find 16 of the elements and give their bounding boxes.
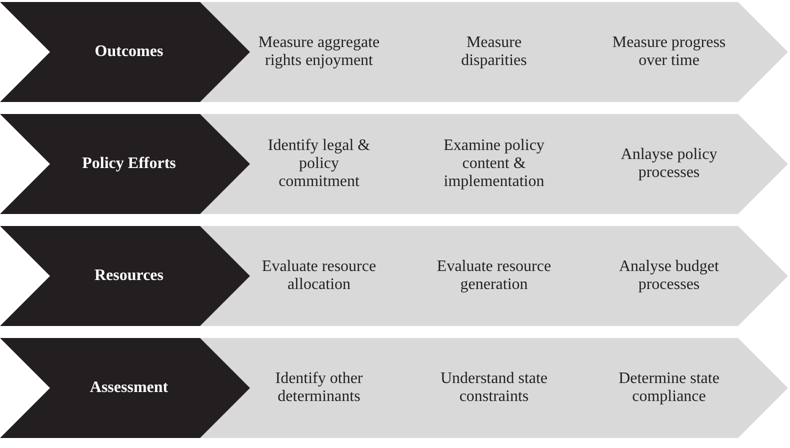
chevron-label: Determine state compliance — [618, 370, 720, 406]
chevron-label: Measure progress over time — [611, 34, 727, 70]
chevron-label: Anlayse policy processes — [620, 146, 718, 182]
chevron-label: Understand state constraints — [439, 370, 549, 406]
chevron-label: Resources — [93, 267, 165, 285]
chevron-label: Outcomes — [94, 43, 164, 61]
chevron-label: Evaluate resource generation — [436, 258, 552, 294]
chevron-label: Evaluate resource allocation — [260, 258, 378, 294]
chevron-label: Measure disparities — [460, 34, 528, 70]
chevron-label: Examine policy content & implementation — [442, 137, 546, 191]
chevron-label: Policy Efforts — [81, 155, 177, 173]
chevron-label: Analyse budget processes — [618, 258, 720, 294]
chevron-label: Measure aggregate rights enjoyment — [258, 34, 380, 70]
chevron-label: Identify legal & policy commitment — [266, 137, 372, 191]
chevron-label: Assessment — [88, 379, 170, 397]
chevron-label: Identify other determinants — [274, 370, 364, 406]
